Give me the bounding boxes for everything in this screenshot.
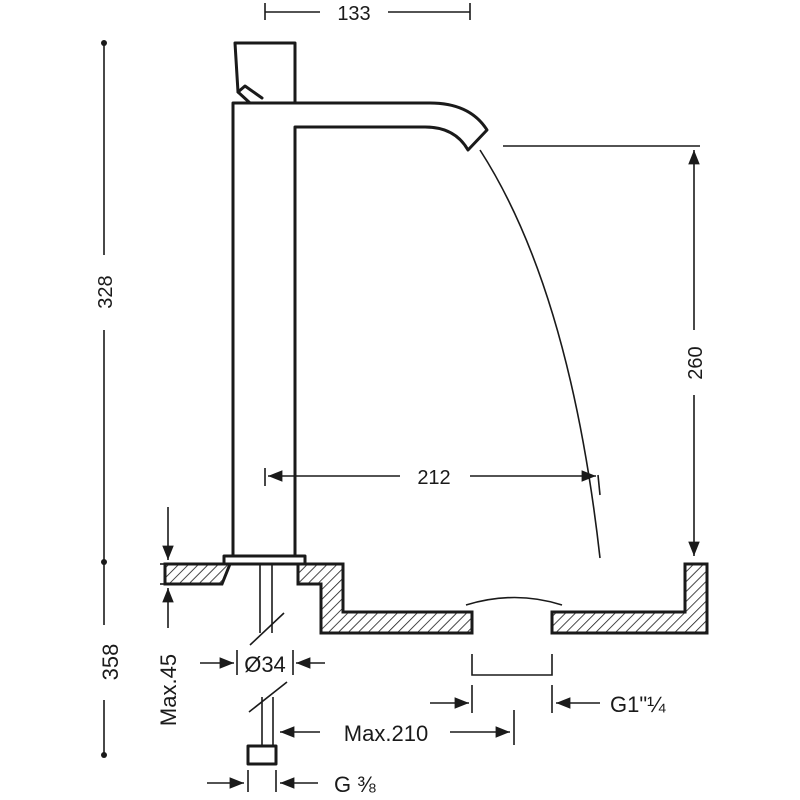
dim-hole-diameter-label: Ø34 xyxy=(244,652,286,677)
dim-supply-thread: G ⅜ xyxy=(207,770,376,797)
supply-hose xyxy=(246,564,288,766)
dim-total-height: 328 xyxy=(95,40,117,565)
dim-max-thickness: Max.45 xyxy=(156,507,181,726)
dim-top-width: 133 xyxy=(264,3,471,25)
dim-supply-thread-label: G ⅜ xyxy=(334,772,376,797)
dim-top-width-label: 133 xyxy=(337,3,370,25)
dim-spout-reach-label: 212 xyxy=(417,467,450,489)
dim-drain-thread: G1"¼ xyxy=(430,685,666,717)
water-stream xyxy=(479,149,601,559)
faucet-base xyxy=(222,554,307,566)
countertop-section xyxy=(163,562,709,676)
faucet-handle xyxy=(233,41,297,105)
faucet-column xyxy=(231,101,489,558)
faucet-body xyxy=(222,41,489,566)
dim-drain-thread-label: G1"¼ xyxy=(610,692,666,717)
dim-hole-diameter: Ø34 xyxy=(200,650,325,677)
supply-connector xyxy=(246,744,278,766)
dim-spout-reach: 212 xyxy=(264,467,596,489)
dim-below-height-label: 358 xyxy=(98,644,123,681)
dim-max-distance: Max.210 xyxy=(280,710,515,746)
dim-max-thickness-label: Max.45 xyxy=(156,654,181,726)
dim-spout-height-label: 260 xyxy=(685,346,707,379)
dim-max-distance-label: Max.210 xyxy=(344,721,428,746)
dim-below-height: 358 xyxy=(98,562,123,758)
dim-total-height-label: 328 xyxy=(95,275,117,308)
dim-spout-height: 260 xyxy=(503,145,707,556)
